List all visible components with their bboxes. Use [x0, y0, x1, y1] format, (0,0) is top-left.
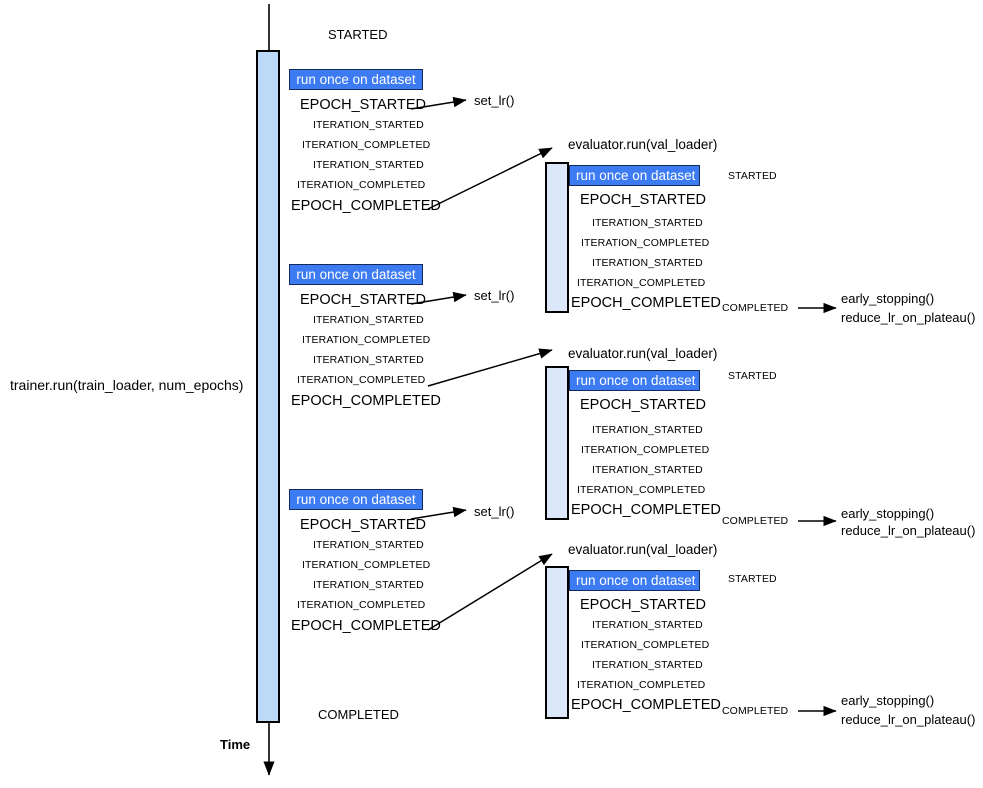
trainer-event-epoch-completed-3: EPOCH_COMPLETED	[291, 618, 441, 634]
evaluator-event-epoch-started-2: EPOCH_STARTED	[580, 397, 706, 413]
evaluator-event-epoch-started-1: EPOCH_STARTED	[580, 192, 706, 208]
trainer-event-iteration-completed-1a: ITERATION_COMPLETED	[302, 139, 431, 151]
evaluator-handler-reduce-lr-1: reduce_lr_on_plateau()	[841, 310, 976, 325]
evaluator-caption-1: evaluator.run(val_loader)	[568, 137, 718, 152]
trainer-started-label: STARTED	[328, 27, 388, 42]
evaluator-lifeline-bar-1	[545, 162, 569, 313]
trainer-event-iteration-started-2b: ITERATION_STARTED	[313, 354, 424, 366]
trainer-event-iteration-started-2a: ITERATION_STARTED	[313, 314, 424, 326]
trainer-handler-set-lr-3: set_lr()	[474, 504, 515, 519]
evaluator-event-iteration-started-1b: ITERATION_STARTED	[592, 257, 703, 269]
evaluator-event-epoch-completed-3: EPOCH_COMPLETED	[571, 697, 721, 713]
evaluator-lifeline-bar-3	[545, 566, 569, 719]
trainer-event-epoch-completed-1: EPOCH_COMPLETED	[291, 198, 441, 214]
evaluator-started-label-3: STARTED	[728, 573, 777, 585]
evaluator-event-iteration-started-3a: ITERATION_STARTED	[592, 619, 703, 631]
trainer-completed-label: COMPLETED	[318, 707, 399, 722]
trainer-event-iteration-completed-3b: ITERATION_COMPLETED	[297, 599, 426, 611]
evaluator-call-arrow-2	[427, 348, 553, 387]
evaluator-event-iteration-completed-2a: ITERATION_COMPLETED	[581, 444, 710, 456]
evaluator-caption-2: evaluator.run(val_loader)	[568, 346, 718, 361]
evaluator-event-iteration-completed-1b: ITERATION_COMPLETED	[577, 277, 706, 289]
evaluator-completed-label-3: COMPLETED	[722, 705, 789, 717]
evaluator-call-arrow-1	[427, 147, 553, 210]
evaluator-event-iteration-completed-1a: ITERATION_COMPLETED	[581, 237, 710, 249]
trainer-lifeline-bar	[256, 50, 280, 723]
trainer-event-epoch-completed-2: EPOCH_COMPLETED	[291, 393, 441, 409]
evaluator-run-once-box-1[interactable]: run once on dataset	[569, 165, 700, 186]
trainer-event-iteration-completed-1b: ITERATION_COMPLETED	[297, 179, 426, 191]
evaluator-event-iteration-completed-2b: ITERATION_COMPLETED	[577, 484, 706, 496]
trainer-handler-set-lr-2: set_lr()	[474, 288, 515, 303]
time-axis-label: Time	[220, 737, 251, 752]
evaluator-event-epoch-completed-2: EPOCH_COMPLETED	[571, 502, 721, 518]
evaluator-call-arrow-3	[427, 553, 553, 631]
evaluator-completed-label-1: COMPLETED	[722, 302, 789, 314]
trainer-run-once-box-1[interactable]: run once on dataset	[289, 69, 423, 90]
evaluator-event-iteration-started-2b: ITERATION_STARTED	[592, 464, 703, 476]
trainer-event-iteration-started-3a: ITERATION_STARTED	[313, 539, 424, 551]
trainer-run-once-box-2[interactable]: run once on dataset	[289, 264, 423, 285]
trainer-event-iteration-started-1a: ITERATION_STARTED	[313, 119, 424, 131]
evaluator-event-iteration-started-1a: ITERATION_STARTED	[592, 217, 703, 229]
evaluator-handler-early-stopping-1: early_stopping()	[841, 291, 935, 306]
evaluator-caption-3: evaluator.run(val_loader)	[568, 542, 718, 557]
evaluator-run-once-box-3[interactable]: run once on dataset	[569, 570, 700, 591]
evaluator-started-label-1: STARTED	[728, 170, 777, 182]
evaluator-handler-reduce-lr-3: reduce_lr_on_plateau()	[841, 712, 976, 727]
trainer-event-iteration-started-3b: ITERATION_STARTED	[313, 579, 424, 591]
trainer-event-iteration-completed-2b: ITERATION_COMPLETED	[297, 374, 426, 386]
evaluator-completed-label-2: COMPLETED	[722, 515, 789, 527]
evaluator-handler-early-stopping-2: early_stopping()	[841, 506, 935, 521]
evaluator-handler-early-stopping-3: early_stopping()	[841, 693, 935, 708]
evaluator-event-epoch-started-3: EPOCH_STARTED	[580, 597, 706, 613]
trainer-event-iteration-completed-2a: ITERATION_COMPLETED	[302, 334, 431, 346]
evaluator-event-epoch-completed-1: EPOCH_COMPLETED	[571, 295, 721, 311]
evaluator-lifeline-bar-2	[545, 366, 569, 520]
trainer-event-epoch-started-1: EPOCH_STARTED	[300, 97, 426, 113]
trainer-run-once-box-3[interactable]: run once on dataset	[289, 489, 423, 510]
evaluator-event-iteration-completed-3b: ITERATION_COMPLETED	[577, 679, 706, 691]
trainer-event-iteration-started-1b: ITERATION_STARTED	[313, 159, 424, 171]
trainer-event-epoch-started-3: EPOCH_STARTED	[300, 517, 426, 533]
trainer-event-iteration-completed-3a: ITERATION_COMPLETED	[302, 559, 431, 571]
trainer-event-epoch-started-2: EPOCH_STARTED	[300, 292, 426, 308]
evaluator-event-iteration-started-3b: ITERATION_STARTED	[592, 659, 703, 671]
trainer-handler-set-lr-1: set_lr()	[474, 93, 515, 108]
evaluator-handler-reduce-lr-2: reduce_lr_on_plateau()	[841, 523, 976, 538]
evaluator-run-once-box-2[interactable]: run once on dataset	[569, 370, 700, 391]
evaluator-event-iteration-completed-3a: ITERATION_COMPLETED	[581, 639, 710, 651]
evaluator-started-label-2: STARTED	[728, 370, 777, 382]
trainer-run-label: trainer.run(train_loader, num_epochs)	[10, 377, 244, 393]
evaluator-event-iteration-started-2a: ITERATION_STARTED	[592, 424, 703, 436]
